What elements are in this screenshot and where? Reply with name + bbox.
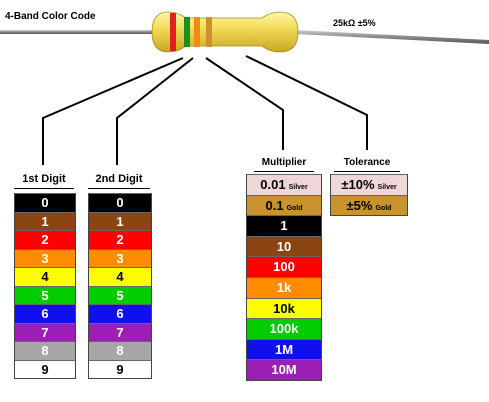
- tolerance-cell-label: ±5%: [346, 197, 373, 213]
- first-digit-cell-label: 0: [41, 195, 49, 210]
- first-digit-cell: 1: [15, 211, 75, 230]
- first-digit-cell: 7: [15, 322, 75, 341]
- second-digit-cell-label: 2: [116, 232, 124, 247]
- header-rule-3: [254, 171, 314, 172]
- multiplier-cell-label: 1k: [276, 279, 292, 295]
- multiplier-cell-label: 0.1: [265, 197, 284, 213]
- first-digit-cell-label: 3: [41, 250, 49, 266]
- multiplier-cell: 10: [247, 235, 321, 257]
- connector-1st-digit: [42, 57, 184, 165]
- second-digit-cell-label: 4: [116, 269, 124, 284]
- header-rule-1: [14, 188, 74, 189]
- first-digit-cell-label: 6: [41, 306, 49, 321]
- tolerance-cell-sublabel: Gold: [375, 204, 392, 212]
- second-digit-cell: 6: [89, 304, 151, 323]
- tolerance-cell: ±5%Gold: [331, 194, 407, 216]
- second-digit-cell: 1: [89, 211, 151, 230]
- first-digit-cell: 4: [15, 267, 75, 286]
- left-lead: [0, 30, 160, 34]
- band-2: [184, 17, 190, 47]
- multiplier-cell-label: 10: [276, 238, 292, 254]
- second-digit-cell-label: 3: [116, 250, 124, 266]
- connector-2nd-digit: [116, 57, 194, 165]
- second-digit-cell: 9: [89, 359, 151, 378]
- multiplier-cell: 1M: [247, 338, 321, 360]
- tolerance-cell: ±10%Silver: [331, 174, 407, 195]
- multiplier-cell: 10M: [247, 359, 321, 380]
- first-digit-cell: 9: [15, 359, 75, 378]
- multiplier-cell-sublabel: Gold: [286, 204, 303, 212]
- first-digit-cell: 3: [15, 248, 75, 267]
- first-digit-cell: 5: [15, 285, 75, 304]
- tolerance-cell-label: ±10%: [341, 177, 375, 192]
- right-lead: [296, 30, 489, 44]
- first-digit-cell-label: 9: [41, 361, 49, 377]
- band-4: [206, 17, 212, 47]
- multiplier-cell-label: 1: [280, 218, 288, 234]
- band-3: [194, 17, 200, 47]
- second-digit-cell: 0: [89, 193, 151, 212]
- first-digit-cell-label: 8: [41, 343, 49, 358]
- multiplier-cell-label: 100: [273, 259, 295, 275]
- first-digit-cell-label: 4: [41, 269, 49, 284]
- second-digit-column: 0 1 2 3 4 5 6 7 8 9: [88, 193, 152, 379]
- multiplier-cell-label: 100k: [269, 321, 299, 337]
- second-digit-cell-label: 6: [116, 306, 124, 321]
- second-digit-cell: 7: [89, 322, 151, 341]
- second-digit-cell-label: 1: [116, 213, 124, 229]
- band-1: [170, 13, 176, 51]
- multiplier-cell-label: 10k: [273, 300, 295, 316]
- connector-tolerance: [245, 55, 368, 150]
- diagram-title: 4-Band Color Code: [5, 11, 96, 22]
- first-digit-cell: 2: [15, 230, 75, 249]
- multiplier-cell: 100k: [247, 318, 321, 339]
- multiplier-cell: 1k: [247, 276, 321, 298]
- connector-multiplier: [205, 57, 284, 150]
- first-digit-cell-label: 2: [41, 232, 49, 247]
- first-digit-cell-label: 1: [41, 213, 49, 229]
- second-digit-cell-label: 8: [116, 343, 124, 358]
- multiplier-cell-label: 0.01: [260, 177, 286, 192]
- resistor-value-label: 25kΩ ±5%: [333, 18, 376, 28]
- header-2nd-digit: 2nd Digit: [95, 173, 143, 185]
- multiplier-cell-label: 10M: [271, 362, 297, 378]
- first-digit-cell: 8: [15, 341, 75, 360]
- first-digit-cell-label: 5: [41, 287, 49, 303]
- multiplier-cell: 100: [247, 256, 321, 277]
- second-digit-cell: 2: [89, 230, 151, 249]
- second-digit-cell: 4: [89, 267, 151, 286]
- multiplier-cell: 1: [247, 215, 321, 236]
- second-digit-cell-label: 0: [116, 195, 124, 210]
- first-digit-cell: 6: [15, 304, 75, 323]
- header-rule-2: [88, 188, 150, 189]
- header-multiplier: Multiplier: [261, 157, 307, 168]
- second-digit-cell-label: 5: [116, 287, 124, 303]
- tolerance-column: ±10%Silver±5%Gold: [330, 174, 408, 217]
- second-digit-cell: 3: [89, 248, 151, 267]
- second-digit-cell: 5: [89, 285, 151, 304]
- tolerance-cell-sublabel: Silver: [377, 184, 397, 191]
- second-digit-cell: 8: [89, 341, 151, 360]
- header-tolerance: Tolerance: [343, 157, 391, 168]
- first-digit-column: 0 1 2 3 4 5 6 7 8 9: [14, 193, 76, 379]
- second-digit-cell-label: 9: [116, 361, 124, 377]
- multiplier-cell-label: 1M: [274, 341, 294, 357]
- multiplier-cell: 10k: [247, 297, 321, 319]
- first-digit-cell: 0: [15, 193, 75, 212]
- multiplier-cell-sublabel: Silver: [288, 184, 308, 191]
- second-digit-cell-label: 7: [116, 324, 124, 340]
- header-rule-4: [334, 171, 400, 172]
- header-1st-digit: 1st Digit: [22, 173, 66, 185]
- first-digit-cell-label: 7: [41, 324, 49, 340]
